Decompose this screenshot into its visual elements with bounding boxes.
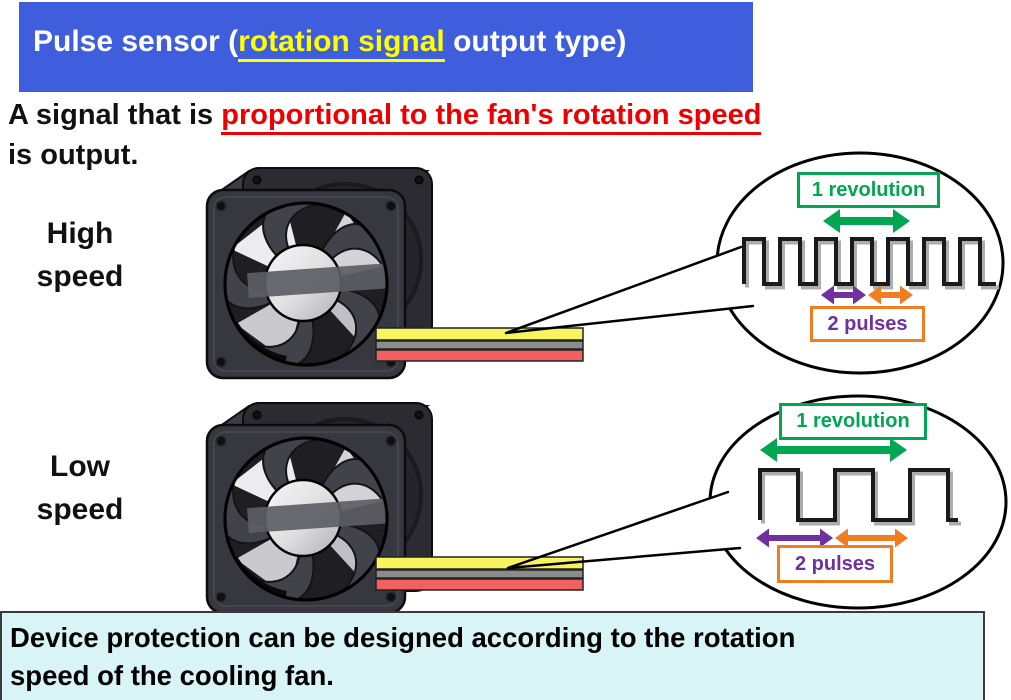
subtitle-emphasis: proportional to the fan's rotation speed [221,99,762,135]
high-speed-label: High speed [36,217,124,293]
pulse1-span-arrow-low [756,528,833,548]
subtitle-line2: is output. [8,139,139,171]
revolution-span-arrow-high [823,209,910,233]
pulse1-span-arrow-high [821,285,866,305]
wire-yellow [375,327,584,341]
wire-red [375,578,584,591]
title-prefix: Pulse sensor ( [33,25,239,58]
wire-red [375,349,584,362]
wire-gray [375,569,584,579]
device-protection-note: Device protection can be designed accord… [0,611,985,700]
fan-wires-low [375,556,584,591]
pulse-waveform-high [742,237,999,290]
fan-wires-high [375,327,584,362]
revolution-span-arrow-low [760,438,907,462]
subtitle: A signal that is proportional to the fan… [8,95,968,175]
pulses-label-low: 2 pulses [777,545,893,583]
pulse-waveform-low [758,468,961,526]
callout-balloon-high [504,151,1005,375]
revolution-label-high: 1 revolution [797,172,940,208]
subtitle-line1: A signal that is proportional to the fan… [8,95,968,135]
wire-gray [375,340,584,350]
pulse2-span-arrow-high [868,285,913,305]
title-banner: Pulse sensor (rotation signal output typ… [19,2,753,92]
low-speed-label: Low speed [36,450,124,526]
subtitle-plain: A signal that is [8,99,222,131]
pulses-label-high: 2 pulses [810,306,925,342]
revolution-label-low: 1 revolution [779,403,927,440]
title-suffix: output type) [444,25,627,58]
title-highlight: rotation signal [238,25,445,62]
pulse2-span-arrow-low [835,528,908,548]
